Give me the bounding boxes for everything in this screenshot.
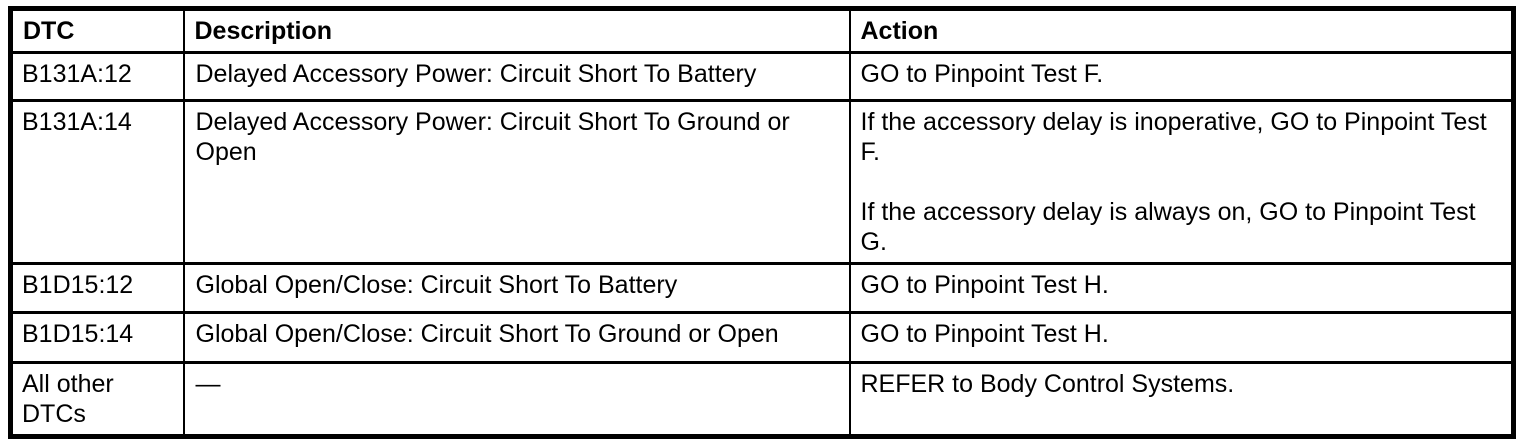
dtc-cell: B131A:14 bbox=[9, 99, 185, 265]
action-paragraph: REFER to Body Control Systems. bbox=[860, 370, 1235, 398]
action-paragraph: GO to Pinpoint Test H. bbox=[860, 271, 1109, 299]
dtc-cell: B131A:12 bbox=[9, 51, 185, 102]
column-header-dtc: DTC bbox=[9, 7, 185, 54]
action-cell: GO to Pinpoint Test F. bbox=[848, 51, 1515, 102]
column-header-description: Description bbox=[182, 7, 851, 54]
table-row: B131A:14 Delayed Accessory Power: Circui… bbox=[9, 99, 1515, 265]
dtc-cell: B1D15:12 bbox=[9, 262, 185, 314]
action-cell: GO to Pinpoint Test H. bbox=[848, 262, 1515, 314]
description-cell: Global Open/Close: Circuit Short To Batt… bbox=[182, 262, 851, 314]
action-paragraph: If the accessory delay is inoperative, G… bbox=[860, 108, 1487, 166]
action-paragraph: GO to Pinpoint Test H. bbox=[860, 320, 1109, 348]
description-cell: — bbox=[182, 361, 851, 438]
table-row: B1D15:12 Global Open/Close: Circuit Shor… bbox=[9, 262, 1515, 314]
dtc-cell: B1D15:14 bbox=[9, 311, 185, 364]
action-cell: GO to Pinpoint Test H. bbox=[848, 311, 1515, 364]
table-row: B1D15:14 Global Open/Close: Circuit Shor… bbox=[9, 311, 1515, 364]
header-row: DTC Description Action bbox=[9, 7, 1515, 54]
table-row: B131A:12 Delayed Accessory Power: Circui… bbox=[9, 51, 1515, 102]
description-cell: Delayed Accessory Power: Circuit Short T… bbox=[182, 51, 851, 102]
dtc-cell: All other DTCs bbox=[9, 361, 185, 438]
description-cell: Delayed Accessory Power: Circuit Short T… bbox=[182, 99, 851, 265]
table-row: All other DTCs — REFER to Body Control S… bbox=[9, 361, 1515, 438]
action-paragraph: If the accessory delay is always on, GO … bbox=[860, 198, 1476, 256]
dtc-table: DTC Description Action B131A:12 Delayed … bbox=[8, 6, 1516, 439]
action-cell: REFER to Body Control Systems. bbox=[848, 361, 1515, 438]
action-cell: If the accessory delay is inoperative, G… bbox=[848, 99, 1515, 265]
action-paragraph: GO to Pinpoint Test F. bbox=[860, 60, 1104, 88]
table-body: B131A:12 Delayed Accessory Power: Circui… bbox=[9, 51, 1515, 438]
column-header-action: Action bbox=[848, 7, 1515, 54]
description-cell: Global Open/Close: Circuit Short To Grou… bbox=[182, 311, 851, 364]
